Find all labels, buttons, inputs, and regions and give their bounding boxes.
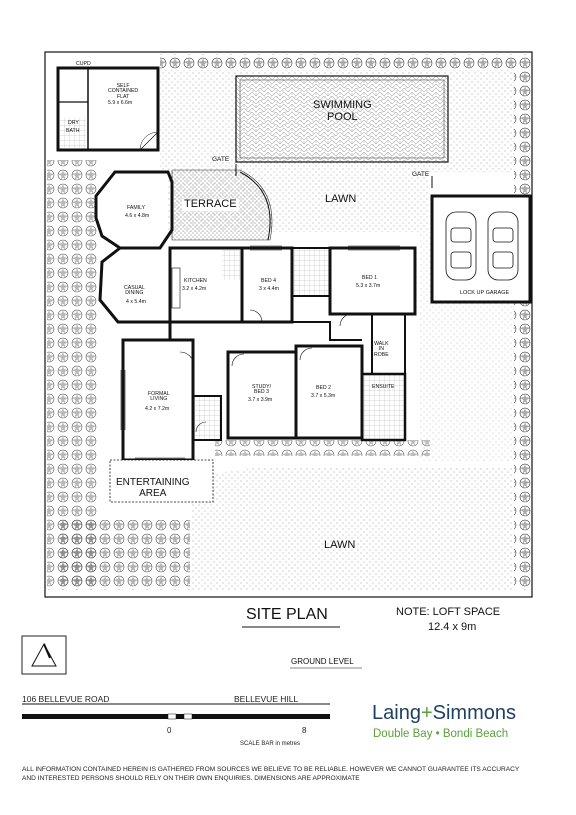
entertaining-label: ENTERTAINING AREA <box>116 477 190 499</box>
garden-bed-top <box>160 54 532 70</box>
kitchen-size: 3.2 x 4.2m <box>182 286 207 292</box>
disclaimer-line-1: ALL INFORMATION CONTAINED HEREIN IS GATH… <box>22 766 520 773</box>
casual-size: 4 x 5.4m <box>126 299 146 305</box>
family-size: 4.6 x 4.8m <box>125 213 150 219</box>
gate-left-label: GATE <box>212 156 230 163</box>
site-plan-title: SITE PLAN <box>246 606 328 623</box>
car-icon <box>445 211 519 281</box>
brand-plus: + <box>420 702 433 724</box>
pool-label: SWIMMING POOL <box>313 99 372 123</box>
garden-bed-right <box>514 70 532 590</box>
lawn-top-label: LAWN <box>325 193 357 205</box>
walk-in-robe-label: WALK IN ROBE <box>374 341 389 358</box>
loft-note: NOTE: LOFT SPACE <box>396 606 501 618</box>
scale-eight: 8 <box>302 726 307 735</box>
bed2-walls <box>294 344 364 440</box>
lawn-bottom-label: LAWN <box>324 539 356 551</box>
bed4-label: BED 4 <box>261 278 276 284</box>
cupd-label: CUPD <box>76 61 91 67</box>
flat-size: 5.9 x 6.6m <box>108 100 133 106</box>
flat-bath <box>60 118 86 148</box>
ground-level-label: GROUND LEVEL <box>291 657 354 666</box>
kitchen-label: KITCHEN <box>184 278 207 284</box>
garage-label: LOCK UP GARAGE <box>460 290 510 296</box>
formal-size: 4.2 x 7.2m <box>145 406 170 412</box>
brand-logo: Laing+Simmons <box>372 702 516 725</box>
terrace-label: TERRACE <box>182 198 239 211</box>
loft-size: 12.4 x 9m <box>428 621 477 633</box>
house-outline <box>95 170 415 460</box>
brand-subtitle: Double Bay • Bondi Beach <box>373 728 509 740</box>
dry-label: DRY <box>68 120 79 126</box>
scale-label: SCALE BAR in metres <box>240 741 301 747</box>
swimming-pool <box>235 75 449 163</box>
powder-room <box>192 395 222 441</box>
scale-bar <box>22 713 330 720</box>
family-label: FAMILY <box>127 205 146 211</box>
bath-label: BATH <box>66 128 80 134</box>
bed4-size: 3 x 4.4m <box>259 286 279 292</box>
address-text: 106 BELLEVUE ROAD <box>22 694 110 704</box>
garden-bed-front <box>215 440 430 456</box>
formal-label: FORMAL LIVING <box>148 391 170 403</box>
disclaimer-line-2: AND INTERESTED PERSONS SHOULD RELY ON TH… <box>22 775 360 782</box>
bed2-size: 3.7 x 5.3m <box>311 393 336 399</box>
bed2-label: BED 2 <box>316 385 331 391</box>
garden-bed-bottom <box>60 520 190 590</box>
self-contained-flat <box>56 66 160 152</box>
lock-up-garage <box>430 194 532 304</box>
north-compass-icon <box>21 635 67 675</box>
gate-right-label: GATE <box>412 171 430 178</box>
brand-right: Simmons <box>432 702 516 724</box>
garden-bed-left <box>47 160 97 590</box>
ensuite-label: ENSUITE <box>372 384 395 390</box>
lawn-bottom-area <box>190 466 512 590</box>
family-room-walls <box>94 170 174 250</box>
bathroom-mid <box>291 247 331 297</box>
entertaining-area <box>109 459 214 503</box>
brand-left: Laing <box>372 702 421 724</box>
scale-zero: 0 <box>167 726 172 735</box>
suburb-text: BELLEVUE HILL <box>234 694 299 704</box>
bed1-label: BED 1 <box>362 275 377 281</box>
study-size: 3.7 x 3.9m <box>248 397 273 403</box>
casual-label: CASUAL DINING <box>124 285 145 297</box>
study-label: STUDY/ BED 3 <box>252 384 272 396</box>
bed1-size: 5.3 x 3.7m <box>356 283 381 289</box>
flat-label: SELF CONTAINED FLAT <box>108 83 139 100</box>
